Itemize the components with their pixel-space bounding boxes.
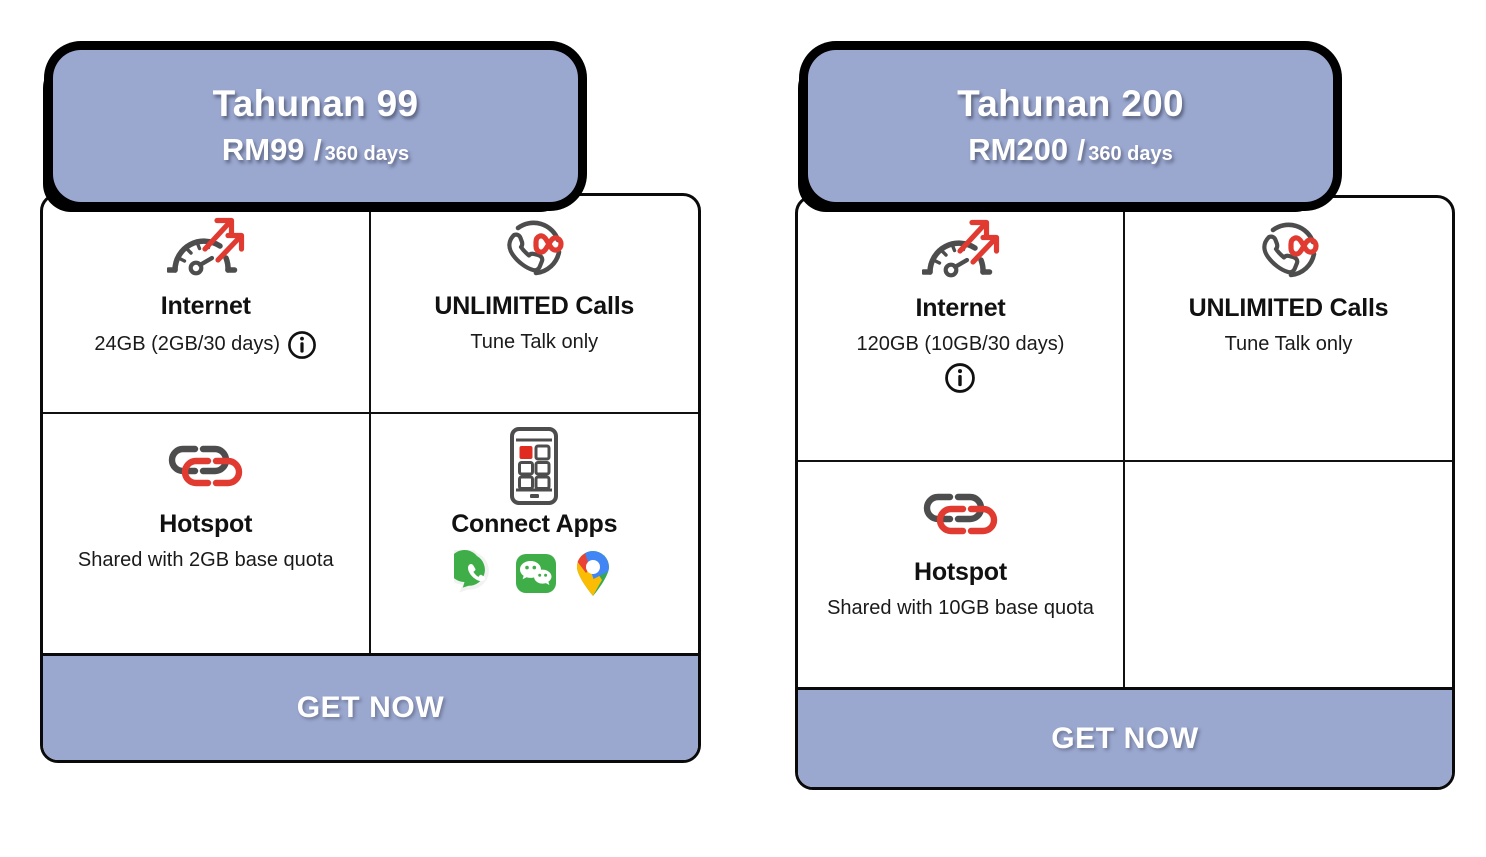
feature-cell-hotspot: Hotspot Shared with 2GB base quota [43,413,371,653]
plan-price-slash: / [313,134,322,167]
google-maps-icon [572,549,614,602]
feature-subtitle-row: Shared with 2GB base quota [78,548,334,574]
feature-subtitle-row: Tune Talk only [470,330,598,356]
speedometer-icon [921,212,1000,288]
plan-period: 360 days [324,142,410,165]
plan-name: Tahunan 200 [957,83,1184,125]
phone-app-grid-icon [506,426,562,505]
connect-apps-logos [443,546,614,602]
feature-cell-internet: Internet 24GB (2GB/30 days) [43,196,371,414]
feature-title: UNLIMITED Calls [1188,294,1389,322]
info-icon[interactable] [287,330,317,360]
plan-price-row: RM99 / 360 days [222,132,409,168]
phone-infinity-icon [496,210,572,286]
feature-subtitle: Tune Talk only [470,331,599,353]
feature-subtitle-row: 24GB (2GB/30 days) [94,330,317,360]
info-icon[interactable] [944,362,976,394]
feature-title: Internet [160,292,251,320]
get-now-label: GET NOW [296,691,445,724]
plan-price-row: RM200 / 360 days [968,132,1173,168]
get-now-button[interactable]: GET NOW [798,687,1452,787]
plan-period: 360 days [1088,142,1173,165]
plan-card-body: Internet 24GB (2GB/30 days) [40,193,701,763]
feature-title: Connect Apps [451,509,618,538]
feature-subtitle-row: 120GB (10GB/30 days) [856,332,1065,394]
feature-subtitle: Shared with 10GB base quota [827,596,1094,619]
feature-subtitle-row: Tune Talk only [1225,332,1353,358]
feature-subtitle: Shared with 2GB base quota [77,548,334,571]
feature-title: UNLIMITED Calls [434,292,635,320]
feature-cell-internet: Internet 120GB (10GB/30 days) [798,198,1125,462]
feature-cell-hotspot: Hotspot Shared with 10GB base quota [798,461,1125,687]
feature-cell-calls: UNLIMITED Calls Tune Talk only [370,196,698,414]
plan-price: RM200 [968,131,1069,167]
feature-subtitle: 24GB (2GB/30 days) [94,333,281,356]
speedometer-icon [166,210,245,286]
plan-card-body: Internet 120GB (10GB/30 days) [795,195,1455,790]
feature-title: Hotspot [913,557,1008,586]
phone-infinity-icon [1251,212,1327,288]
chain-link-icon [163,428,249,504]
plan-header-banner: Tahunan 99 RM99 / 360 days [53,50,578,202]
plan-price-slash: / [1077,134,1086,167]
feature-title: Internet [915,294,1006,322]
chain-link-icon [918,476,1004,552]
feature-cell-connect-apps: Connect Apps [371,414,699,654]
feature-subtitle: 120GB (10GB/30 days) [856,333,1065,355]
whatsapp-icon [443,546,500,601]
get-now-label: GET NOW [1051,721,1199,755]
feature-subtitle-row: Shared with 10GB base quota [827,596,1094,622]
feature-cell-calls: UNLIMITED Calls Tune Talk only [1125,198,1452,462]
plan-price: RM99 [221,131,305,167]
feature-grid: Internet 120GB (10GB/30 days) [798,198,1452,687]
plan-card-tahunan-200[interactable]: Internet 120GB (10GB/30 days) [790,0,1486,830]
wechat-icon [513,550,559,601]
plan-card-tahunan-99[interactable]: Internet 24GB (2GB/30 days) [0,0,740,800]
feature-subtitle: Tune Talk only [1224,333,1353,355]
plan-name: Tahunan 99 [212,83,419,125]
feature-cell-empty [1125,462,1452,688]
get-now-button[interactable]: GET NOW [43,653,698,760]
feature-title: Hotspot [159,509,253,538]
feature-grid: Internet 24GB (2GB/30 days) [43,196,698,653]
plan-header-banner: Tahunan 200 RM200 / 360 days [808,50,1333,202]
